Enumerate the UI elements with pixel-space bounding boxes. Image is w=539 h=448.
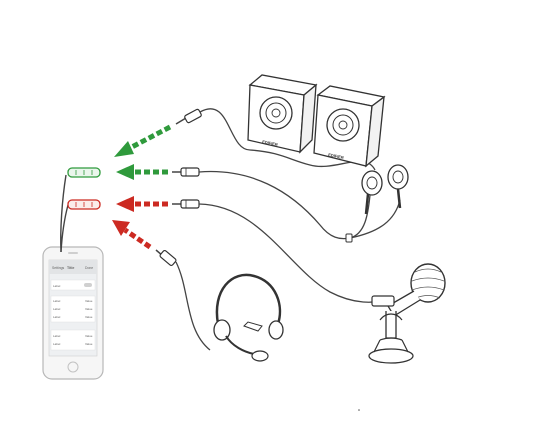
right-speaker: EDIFIER: [313, 85, 386, 168]
toggle-switch: [84, 283, 92, 287]
phone-row-label: Label: [53, 342, 61, 346]
phone-row-value: Value: [85, 315, 93, 319]
phone-row-label: Label: [53, 284, 61, 288]
speaker-jack-plug: [175, 108, 202, 125]
phone-row-value: Value: [85, 307, 93, 311]
splitter-adapter-icon: [60, 167, 101, 253]
left-speaker: EDIFIER: [247, 74, 318, 154]
green-arrow-earphones: [116, 164, 168, 180]
earphone-splitter-clip: [345, 233, 353, 243]
phone-row-value: Value: [85, 299, 93, 303]
phone-row-value: Value: [85, 342, 93, 346]
home-button: [67, 361, 79, 373]
phone-row-label: Label: [53, 299, 61, 303]
red-arrow-microphone: [116, 196, 168, 212]
microphone-jack-plug: [172, 199, 200, 209]
speakers-icon: EDIFIER EDIFIER: [247, 74, 386, 168]
left-speaker-brand: EDIFIER: [262, 139, 279, 147]
phone-speaker-slot: [68, 252, 78, 254]
phone-row-label: Label: [53, 307, 61, 311]
phone-header-title: Title: [67, 266, 74, 270]
phone-row-label: Label: [53, 334, 61, 338]
earphone-jack-plug: [172, 167, 200, 177]
speck: [358, 409, 360, 411]
headset-icon: [213, 273, 284, 362]
headset-jack-plug: [155, 249, 177, 266]
phone-header-right: Done: [85, 266, 93, 270]
red-arrow-headset: [112, 220, 152, 250]
phone-row-value: Value: [85, 334, 93, 338]
microphone-icon: [368, 263, 446, 364]
phone-list: Label Label Value Label Value Label Valu…: [50, 279, 96, 351]
headset-cable-clip: [243, 321, 263, 332]
phone-row-label: Label: [53, 315, 61, 319]
right-speaker-brand: EDIFIER: [328, 152, 345, 160]
cables: [175, 108, 401, 351]
phone-header-left: Settings: [52, 266, 65, 270]
earphones-icon: [345, 164, 409, 243]
green-arrow-speakers: [114, 124, 172, 157]
smartphone-icon: Settings Title Done Label Label Value La…: [42, 246, 104, 380]
